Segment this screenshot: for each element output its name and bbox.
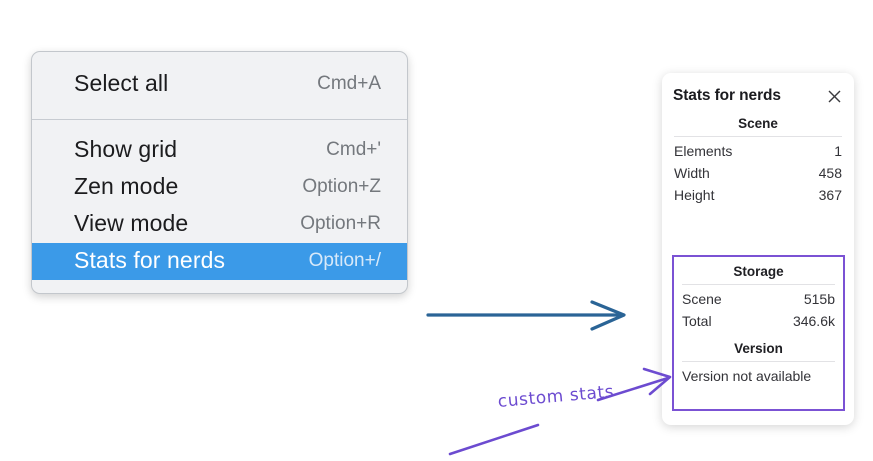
menu-item-shortcut: Option+R [300, 212, 381, 234]
purple-underline-icon [448, 423, 540, 456]
menu-item-stats-for-nerds[interactable]: Stats for nerds Option+/ [32, 243, 407, 280]
menu-item-select-all[interactable]: Select all Cmd+A [32, 66, 407, 103]
stats-for-nerds-panel: Stats for nerds Scene Elements 1 Width 4… [662, 73, 854, 425]
menu-item-zen-mode[interactable]: Zen mode Option+Z [32, 169, 407, 206]
close-icon[interactable] [826, 88, 843, 105]
stats-panel-header: Stats for nerds [673, 73, 843, 107]
stats-panel-title: Stats for nerds [673, 87, 781, 104]
stat-label: Total [682, 313, 712, 329]
stat-label: Scene [682, 291, 722, 307]
menu-item-shortcut: Option+/ [308, 249, 381, 271]
section-title: Scene [738, 116, 778, 131]
menu-item-shortcut: Cmd+A [317, 72, 381, 94]
stat-label: Height [674, 187, 715, 203]
menu-item-label: Stats for nerds [74, 247, 226, 273]
stat-row: Elements 1 [673, 140, 843, 162]
section-title: Storage [733, 264, 784, 279]
menu-item-label: View mode [74, 210, 189, 236]
stat-label: Elements [674, 143, 733, 159]
stat-row: Total 346.6k [681, 310, 836, 332]
section-rule [674, 136, 842, 137]
stat-value: 346.6k [792, 313, 835, 329]
stat-label: Version not available [682, 368, 812, 384]
stats-section-scene: Scene Elements 1 Width 458 Height 367 [673, 107, 843, 206]
stat-label: Width [674, 165, 710, 181]
section-title: Version [734, 341, 783, 356]
stat-value: 515b [803, 291, 835, 307]
menu-item-shortcut: Option+Z [302, 175, 381, 197]
stats-section-storage: Storage Scene 515b Total 346.6k [681, 255, 836, 332]
menu-item-label: Show grid [74, 136, 178, 162]
blue-arrow-icon [426, 300, 626, 331]
stats-section-version: Version Version not available [681, 332, 836, 387]
stat-value: 458 [818, 165, 842, 181]
context-menu[interactable]: Select all Cmd+A Show grid Cmd+' Zen mod… [31, 51, 408, 294]
stat-value: 367 [818, 187, 842, 203]
stat-row: Width 458 [673, 162, 843, 184]
stat-value: 1 [834, 143, 842, 159]
menu-group-2: Show grid Cmd+' Zen mode Option+Z View m… [32, 120, 407, 293]
custom-stats-region: Storage Scene 515b Total 346.6k Version … [672, 255, 845, 411]
menu-item-show-grid[interactable]: Show grid Cmd+' [32, 132, 407, 169]
menu-item-label: Zen mode [74, 173, 179, 199]
menu-group-1: Select all Cmd+A [32, 52, 407, 119]
stat-row: Version not available [681, 365, 836, 387]
menu-item-label: Select all [74, 70, 169, 96]
custom-stats-annotation: custom stats [497, 381, 615, 412]
stat-row: Height 367 [673, 184, 843, 206]
menu-item-view-mode[interactable]: View mode Option+R [32, 206, 407, 243]
menu-item-shortcut: Cmd+' [326, 138, 381, 160]
stat-row: Scene 515b [681, 288, 836, 310]
section-rule [682, 284, 835, 285]
menu-divider [32, 119, 407, 120]
section-rule [682, 361, 835, 362]
